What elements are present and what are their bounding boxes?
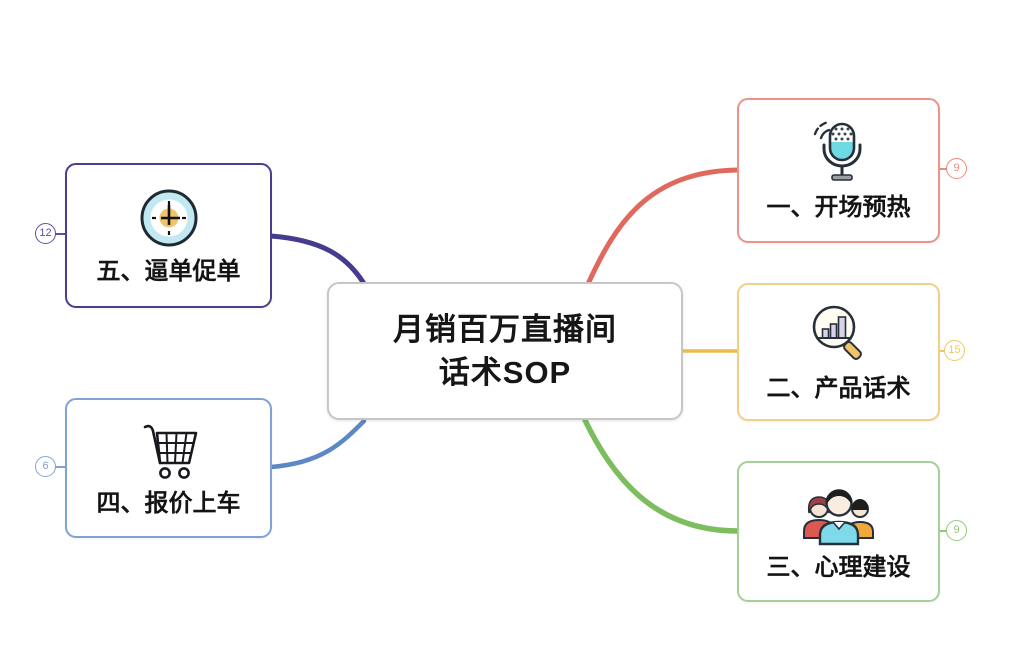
people-group-icon — [797, 480, 881, 548]
topic-pricing[interactable]: 四、报价上车 — [65, 398, 272, 538]
topic-pricing-label: 四、报价上车 — [96, 489, 241, 517]
central-topic-line2: 话术SOP — [438, 355, 572, 390]
topic-psychology-label: 三、心理建设 — [766, 554, 911, 581]
central-topic-line1: 月销百万直播间 — [393, 312, 617, 347]
branch-line-psychology — [581, 415, 741, 534]
collapse-badge-closing[interactable]: 12 — [35, 223, 56, 244]
topic-closing[interactable]: 五、逼单促单 — [65, 163, 272, 308]
collapse-badge-product[interactable]: 15 — [944, 340, 965, 361]
shopping-cart-icon — [133, 418, 205, 484]
topic-opening[interactable]: 一、开场预热 — [737, 98, 940, 243]
microphone-icon — [805, 118, 873, 188]
topic-psychology[interactable]: 三、心理建设 — [737, 461, 940, 602]
topic-product[interactable]: 二、产品话术 — [737, 283, 940, 421]
topic-product-label: 二、产品话术 — [766, 374, 911, 402]
magnifier-chart-icon — [804, 301, 874, 369]
central-topic[interactable]: 月销百万直播间 话术SOP — [327, 282, 683, 420]
collapse-badge-opening[interactable]: 9 — [946, 158, 967, 179]
collapse-badge-psychology[interactable]: 9 — [946, 520, 967, 541]
branch-line-opening — [585, 167, 741, 287]
topic-opening-label: 一、开场预热 — [766, 194, 911, 221]
collapse-badge-pricing[interactable]: 6 — [35, 456, 56, 477]
clock-icon — [135, 184, 203, 252]
branch-line-pricing — [268, 418, 367, 470]
topic-closing-label: 五、逼单促单 — [96, 258, 241, 285]
branch-line-closing — [268, 233, 369, 290]
